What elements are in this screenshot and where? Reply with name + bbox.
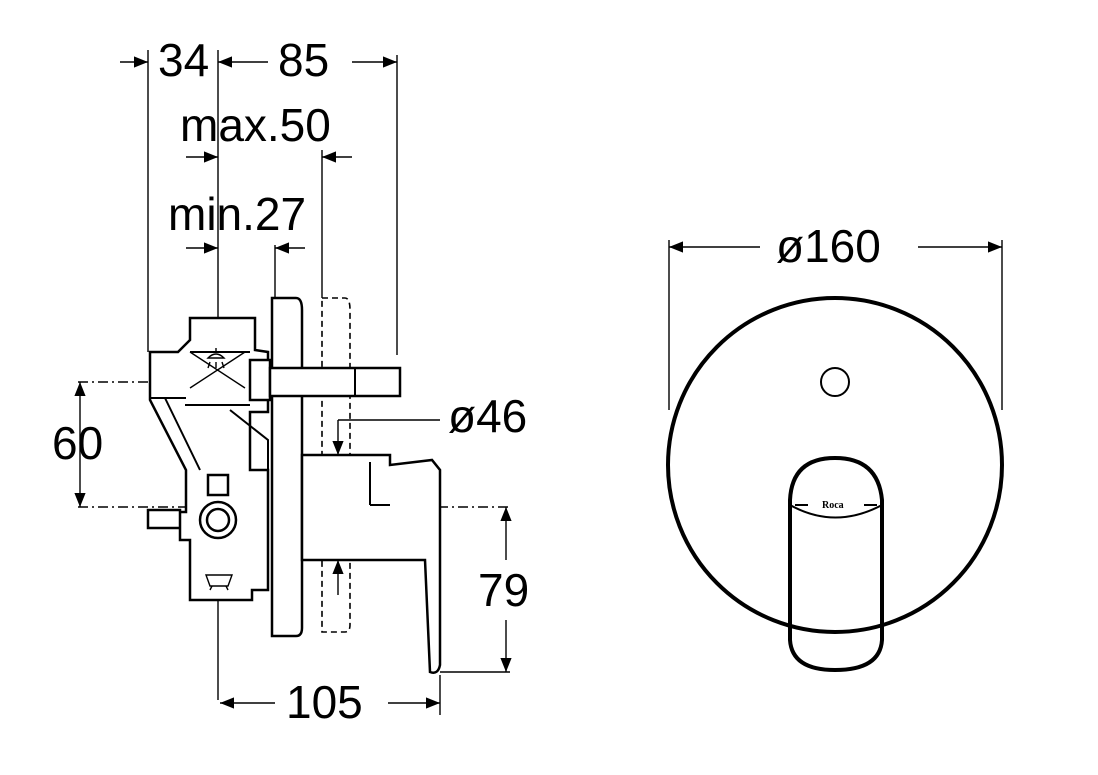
front-handle <box>788 455 884 673</box>
cover-plate <box>666 296 1004 634</box>
dim-min27-label: min.27 <box>168 188 306 240</box>
wall-plate <box>270 296 304 638</box>
ghost-plate <box>321 297 351 633</box>
valve-diagonal-2 <box>189 351 246 389</box>
dim-60-label: 60 <box>52 417 103 469</box>
diverter-inner <box>205 507 231 533</box>
valve-body <box>146 316 270 602</box>
valve-detail-5 <box>229 409 269 470</box>
dim-79-label: 79 <box>478 564 529 616</box>
bath-icon <box>205 574 233 591</box>
handle-lever <box>300 453 442 674</box>
diverter-hole <box>820 367 850 397</box>
valve-cartridge <box>248 358 272 402</box>
diverter-stem <box>206 473 230 497</box>
dim-max50-label: max.50 <box>180 99 331 151</box>
valve-detail-2 <box>164 397 201 471</box>
dim-85-label: 85 <box>278 34 329 86</box>
spindle <box>268 366 402 398</box>
handle-face-line <box>789 504 883 519</box>
dim-105-label: 105 <box>286 676 363 728</box>
dim-46-label: ø46 <box>448 390 527 442</box>
front-view: ø160 Roca <box>666 220 1004 673</box>
brand-logo: Roca <box>822 500 844 511</box>
dim-160-label: ø160 <box>776 220 881 272</box>
side-view: 34 85 max.50 min.27 60 <box>52 34 529 728</box>
dim-34-label: 34 <box>158 34 209 86</box>
